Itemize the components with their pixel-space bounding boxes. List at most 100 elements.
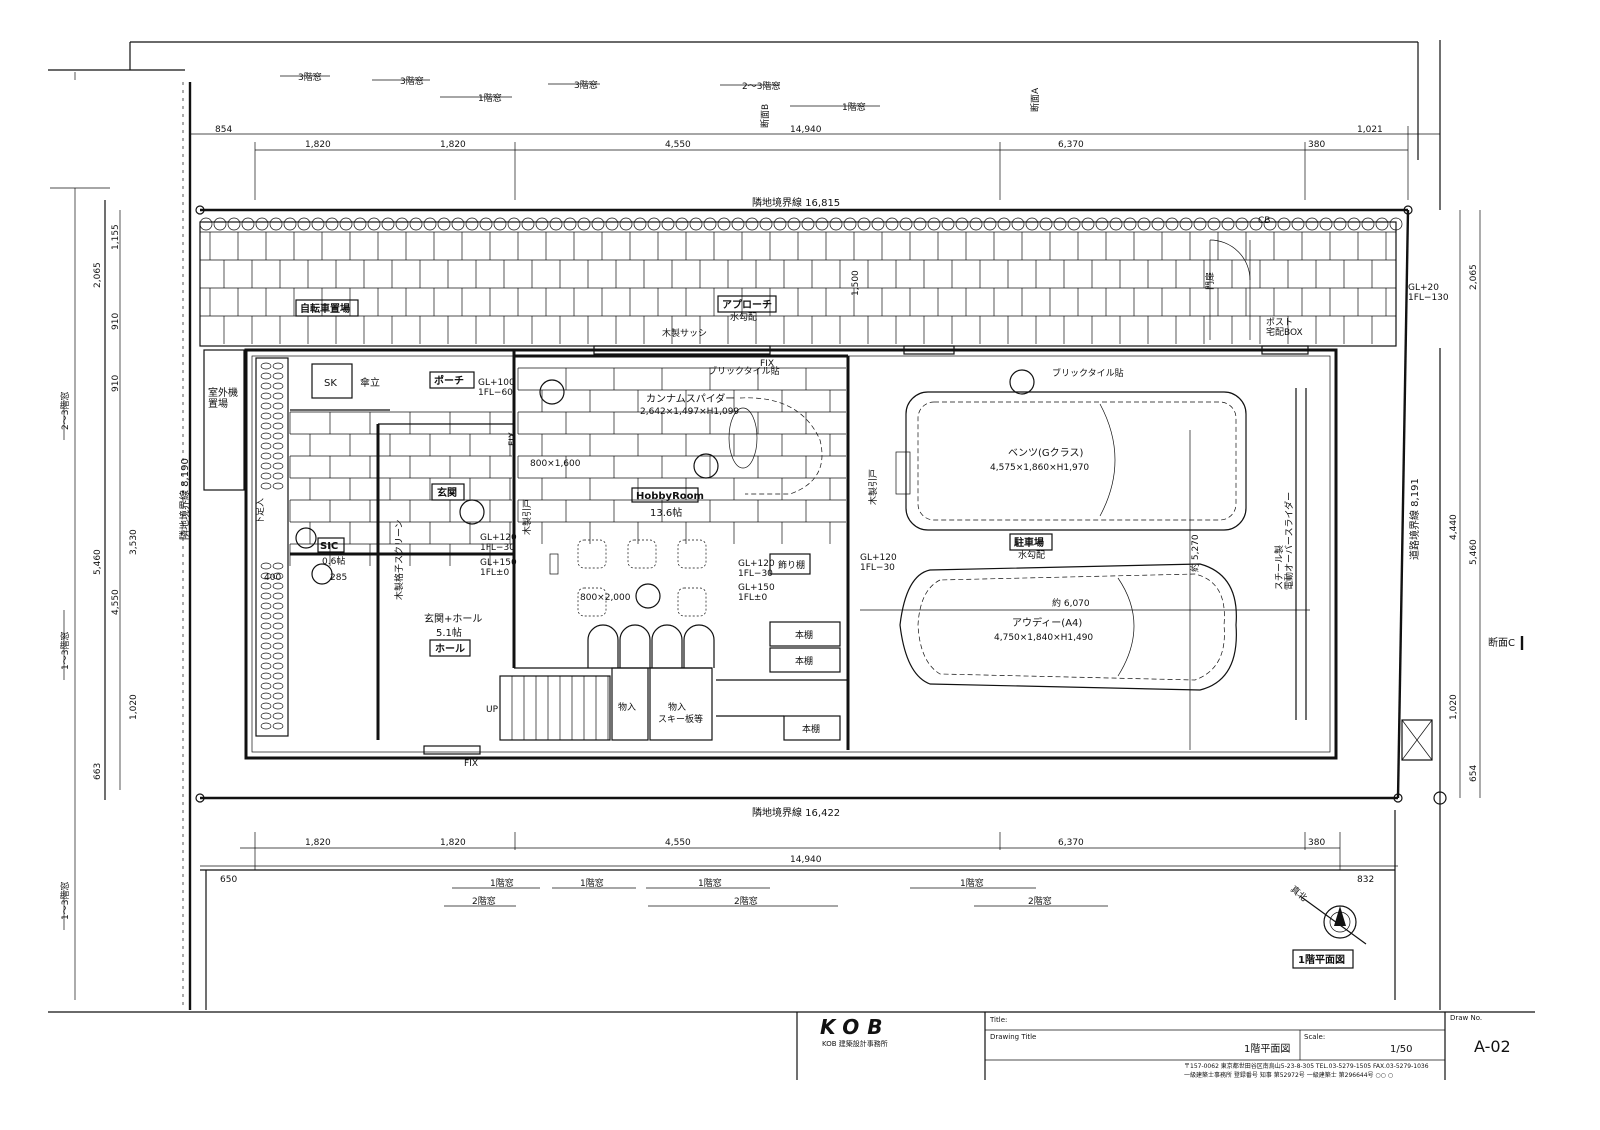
hedge-shrub	[227, 217, 241, 231]
hedge-shrub	[297, 217, 311, 231]
hedge-shrub	[255, 217, 269, 231]
north-boundary-label: 隣地境界線 16,815	[752, 196, 840, 209]
hedge-shrub	[549, 217, 563, 231]
hobby-room-size: 13.6帖	[650, 506, 682, 519]
dim-segment: 1,820	[305, 838, 331, 848]
tile1-label: 800×1,600	[530, 459, 581, 469]
hedge-shrub	[1221, 217, 1235, 231]
hedge-shrub	[689, 217, 703, 231]
display-shelf-label: 飾り棚	[778, 559, 805, 571]
dim-segment: 6,370	[1058, 838, 1084, 848]
neighbor-window-label: 2〜3階窓	[742, 80, 780, 92]
hedge-shrub	[381, 217, 395, 231]
drawing-title-label: Drawing Title	[990, 1033, 1036, 1041]
hedge-shrub	[521, 217, 535, 231]
car1-label: ベンツ(Gクラス)	[1008, 447, 1083, 459]
hedge-shrub	[591, 217, 605, 231]
bookshelf3-label: 本棚	[802, 723, 820, 735]
hedge-shrub	[1095, 217, 1109, 231]
neighbor-window-label: 1〜3階窓	[59, 882, 71, 920]
hedge-shrub	[1375, 217, 1389, 231]
storage1-label: 物入	[618, 701, 636, 713]
plan-name-label: 1階平面図	[1298, 953, 1345, 966]
hedge-shrub	[899, 217, 913, 231]
dim-segment: 6,370	[1058, 140, 1084, 150]
shoe-label: 下足入	[255, 498, 266, 525]
hedge-shrub	[1235, 217, 1249, 231]
top-neighbor-area: 3階窓 3階窓 3階窓 1階窓 2〜3階窓 1階窓 断面B 断面A 854 14…	[48, 40, 1441, 210]
east-boundary-label: 道路境界線 8,191	[1408, 478, 1421, 560]
hedge-shrub	[1081, 217, 1095, 231]
neighbor-window-label: 1階窓	[490, 877, 514, 889]
hedge-shrub	[493, 217, 507, 231]
dim-right: 2,065	[1469, 264, 1479, 290]
dim-right: 5,460	[1469, 539, 1479, 565]
hedge-shrub	[997, 217, 1011, 231]
neighbor-window-label: 2階窓	[1028, 895, 1052, 907]
hedge-shrub	[675, 217, 689, 231]
shelf-285: 285	[330, 573, 347, 583]
hedge-shrub	[213, 217, 227, 231]
umbrella-label: 傘立	[360, 376, 380, 389]
shelf-400: 400	[264, 573, 281, 583]
span-label: 約 6,070	[1052, 597, 1090, 609]
hedge-shrub	[1263, 217, 1277, 231]
hedge-shrub	[423, 217, 437, 231]
north-arrow: 真北	[1288, 883, 1367, 945]
site-boundary: 隣地境界線 16,815 隣地境界線 16,422 隣地境界線 8,190 道路…	[178, 82, 1421, 1010]
hedge-shrub	[927, 217, 941, 231]
dim-left: 3,530	[129, 529, 139, 555]
hedge-shrub	[1305, 217, 1319, 231]
hedge-shrub	[787, 217, 801, 231]
title-block: KOB KOB 建築設計事務所 Title: Drawing Title 1階平…	[48, 1011, 1535, 1080]
hedge-shrub	[353, 217, 367, 231]
dim-1500: 1,500	[851, 270, 861, 296]
sic-label: SIC	[320, 541, 338, 552]
hedge-shrub	[1053, 217, 1067, 231]
neighbor-window-label: 1階窓	[842, 101, 866, 113]
dim-right: 4,440	[1449, 514, 1459, 540]
neighbor-window-label: 1階窓	[478, 92, 502, 104]
neighbor-window-label: 1階窓	[960, 877, 984, 889]
neighbor-window-label: 3階窓	[298, 71, 322, 83]
entrance-hall-label: 玄関+ホール	[424, 612, 482, 625]
hedge-shrub	[1179, 217, 1193, 231]
hedge-shrub	[1207, 217, 1221, 231]
hedge-shrub	[269, 217, 283, 231]
dim-left: 1,020	[129, 694, 139, 720]
hedge-shrub	[451, 217, 465, 231]
south-boundary-label: 隣地境界線 16,422	[752, 806, 840, 819]
hedge-row	[199, 217, 1403, 231]
left-dimensions: 1,155 2,065 910 910 5,460 3,530 4,550 1,…	[50, 187, 139, 1000]
ski-label: スキー板等	[658, 713, 703, 725]
hedge-shrub	[409, 217, 423, 231]
fix-bottom-label: FIX	[464, 759, 478, 769]
car2-label: アウディー(A4)	[1012, 616, 1082, 629]
car-model-label: カンナムスパイダー	[646, 392, 735, 405]
hedge-shrub	[479, 217, 493, 231]
hedge-shrub	[1249, 217, 1263, 231]
dim-right: 654	[1469, 765, 1479, 782]
paving-pattern	[200, 231, 1396, 344]
hedge-shrub	[507, 217, 521, 231]
storage2-label: 物入	[668, 701, 686, 713]
wood-screen-label: 木製格子スクリーン	[393, 519, 405, 600]
hedge-shrub	[731, 217, 745, 231]
approach-label: アプローチ	[722, 298, 772, 311]
neighbor-window-label: 2〜3階窓	[59, 392, 71, 430]
hedge-shrub	[1151, 217, 1165, 231]
hedge-shrub	[563, 217, 577, 231]
section-b-label: 断面B	[759, 104, 771, 128]
hedge-shrub	[1165, 217, 1179, 231]
approach-note: 水勾配	[730, 311, 757, 323]
neighbor-window-label: 2階窓	[472, 895, 496, 907]
garage-label: 駐車場	[1014, 536, 1044, 549]
sic-size: 0.6帖	[322, 555, 345, 567]
hedge-shrub	[577, 217, 591, 231]
